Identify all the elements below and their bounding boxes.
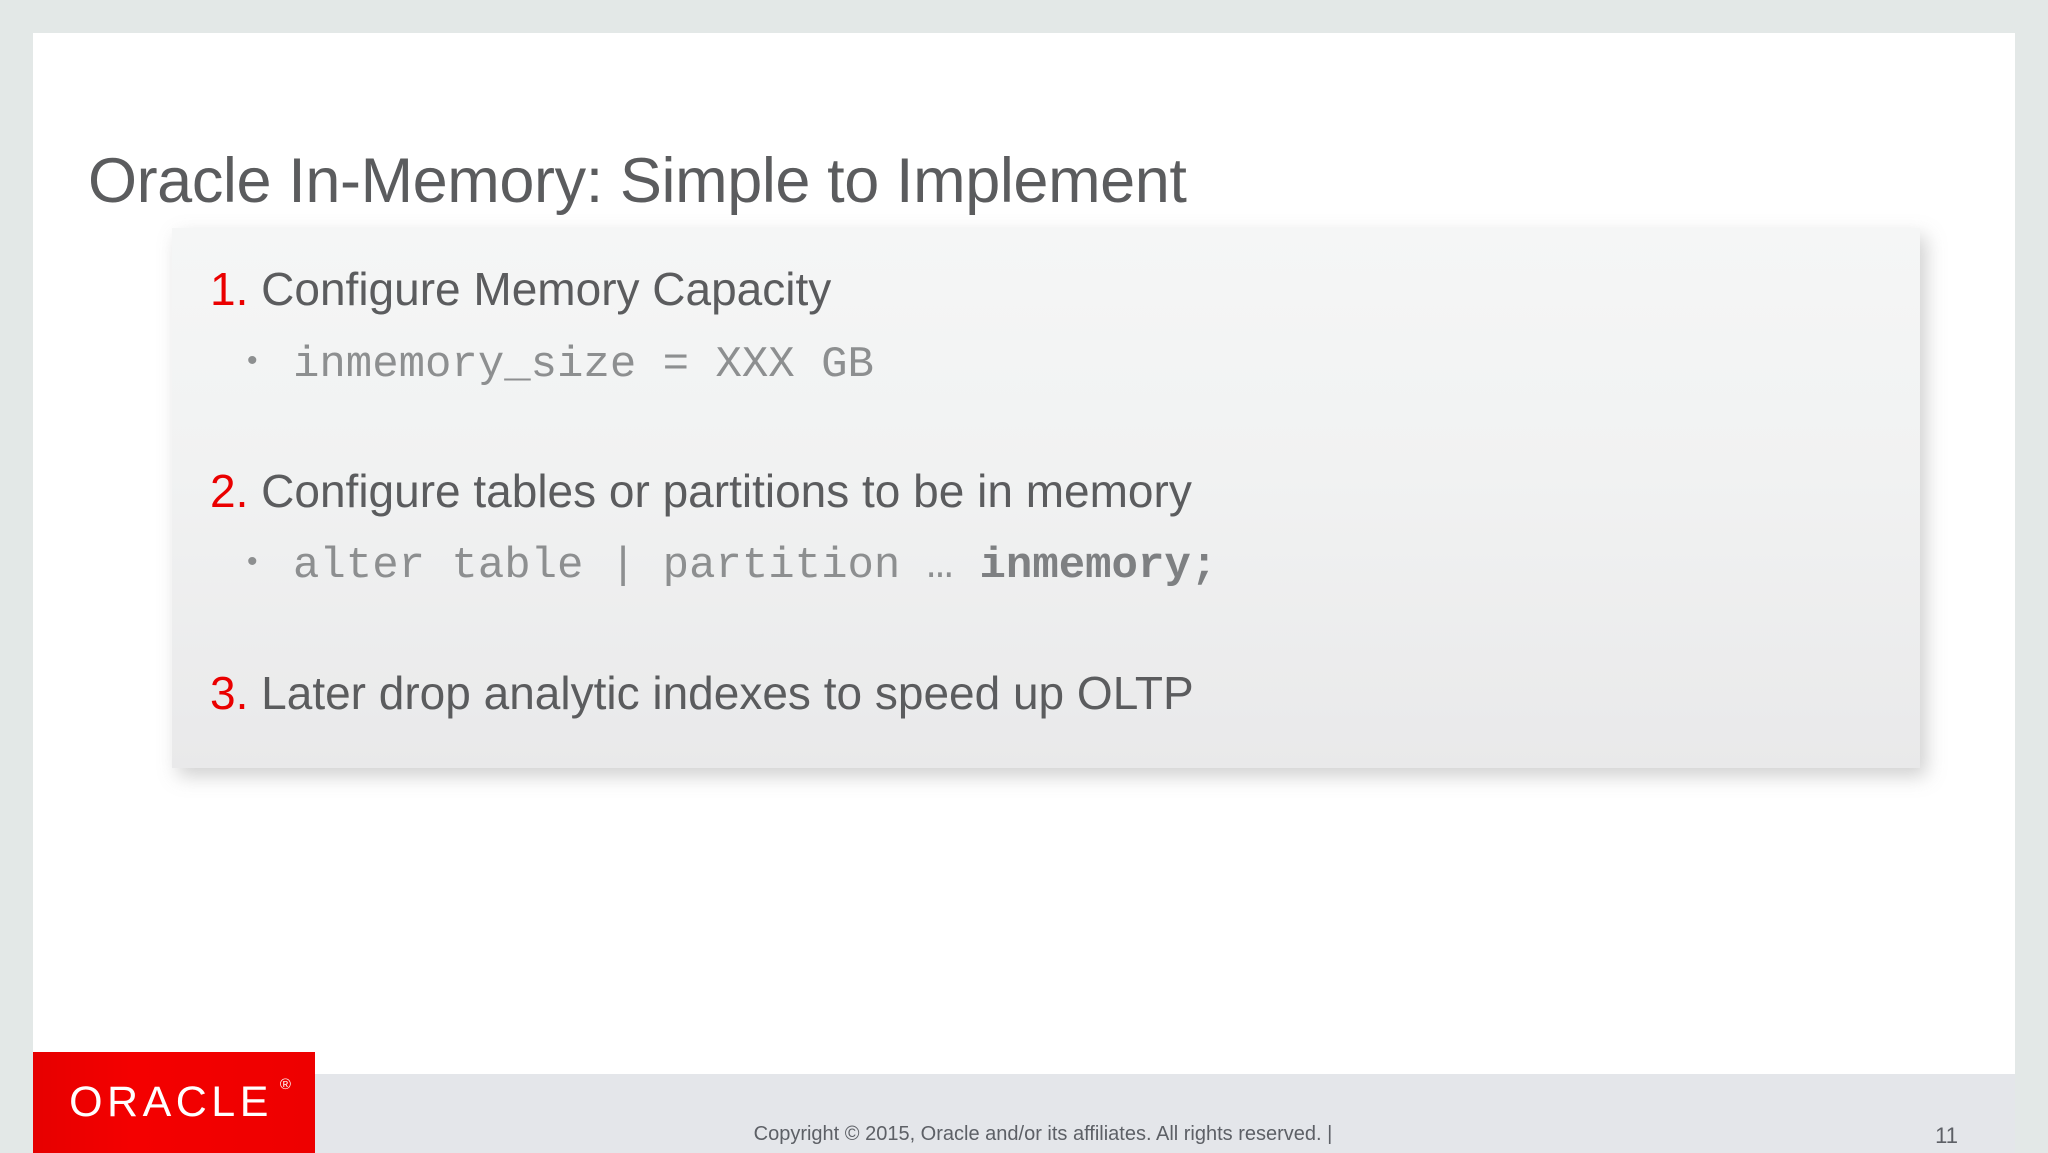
step-number-2: 2. [210,465,249,517]
step-item-1: 1. Configure Memory Capacity [210,266,831,312]
code-text-1: inmemory_size = XXX GB [293,340,874,390]
code-line-2: • alter table | partition … inmemory; [247,541,1217,591]
code-line-1: • inmemory_size = XXX GB [247,340,874,390]
step-heading-1: Configure Memory Capacity [261,263,832,315]
oracle-logo: ORACLE ® [33,1052,315,1153]
page-title: Oracle In-Memory: Simple to Implement [88,146,1187,217]
steps-panel: 1. Configure Memory Capacity • inmemory_s… [172,228,1920,768]
oracle-logo-text: ORACLE [69,1078,273,1126]
oracle-wordmark: ORACLE ® [69,1076,291,1127]
step-number-1: 1. [210,263,249,315]
page-number: 11 [1935,1123,1958,1148]
bullet-icon: • [247,344,258,377]
registered-trademark-icon: ® [279,1076,291,1093]
slide-canvas: Oracle In-Memory: Simple to Implement 1.… [33,33,2015,1153]
step-number-3: 3. [210,667,249,719]
copyright-text: Copyright © 2015, Oracle and/or its affi… [753,1123,1333,1145]
code-text-2: alter table | partition … [293,541,980,591]
step-heading-3: Later drop analytic indexes to speed up … [261,667,1194,719]
code-emphasis-2: inmemory; [979,541,1218,591]
step-item-3: 3. Later drop analytic indexes to speed … [210,670,1194,716]
step-item-2: 2. Configure tables or partitions to be … [210,468,1192,514]
bullet-icon: • [247,545,258,578]
footer-band [33,1074,2015,1153]
step-heading-2: Configure tables or partitions to be in … [261,465,1192,517]
